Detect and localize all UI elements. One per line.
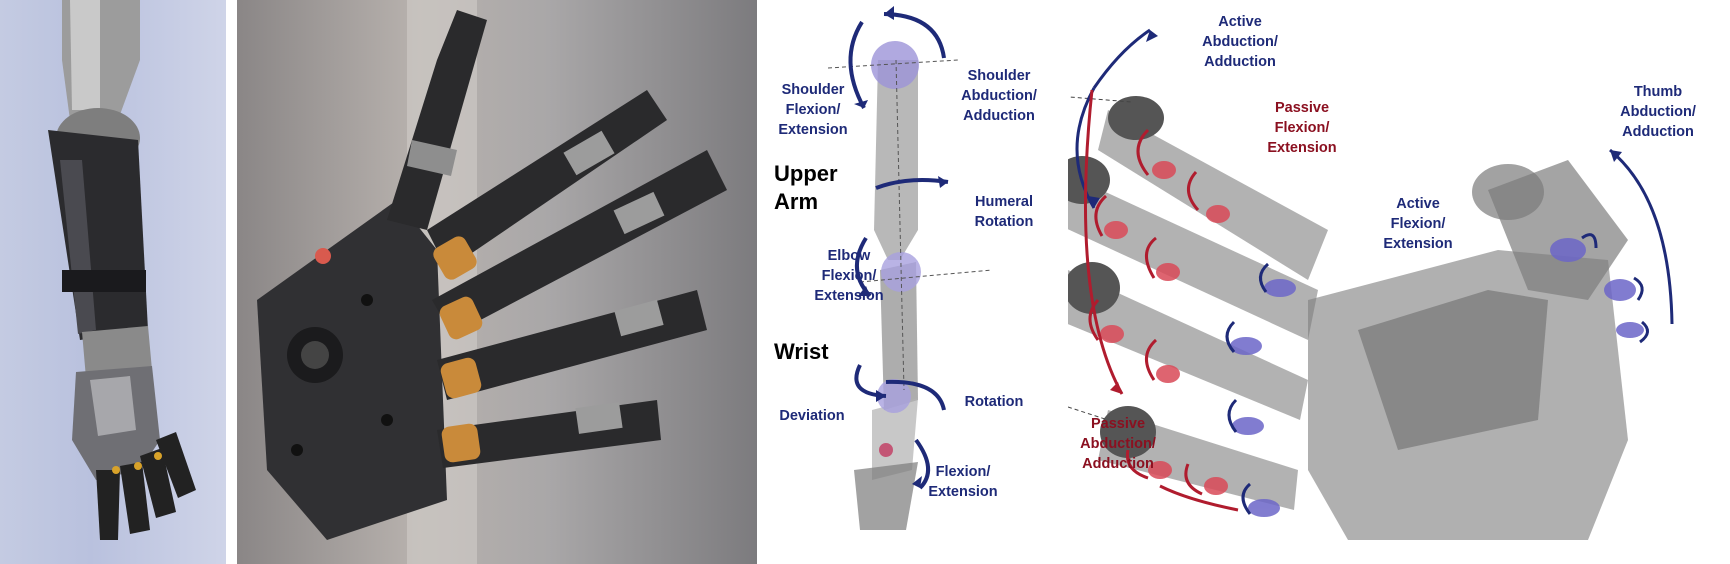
shoulder-joint-icon: [871, 41, 919, 89]
wrist-joint-icon: [877, 379, 911, 413]
humeral-rotation-label: Humeral Rotation: [974, 194, 1034, 230]
hand-dof-diagram: Active Abduction/ Adduction Passive Flex…: [1068, 0, 1730, 564]
upper-arm-heading: Upper Arm: [774, 161, 838, 214]
shoulder-abduction-label: Shoulder Abduction/ Adduction: [961, 68, 1037, 124]
passive-flexion-label: Passive Flexion/ Extension: [1267, 100, 1337, 156]
wrist-flexion-label: Flexion/ Extension: [928, 464, 998, 500]
prosthetic-arm-illustration: [48, 0, 196, 540]
elbow-flexion-label: Elbow Flexion/ Extension: [814, 248, 884, 304]
active-flexion-label: Active Flexion/ Extension: [1383, 196, 1453, 252]
wrist-rotation-label: Rotation: [964, 394, 1024, 410]
thumb-abduction-label: Thumb Abduction/ Adduction: [1620, 84, 1696, 140]
hand-dof-graphics: [1068, 96, 1649, 540]
arm-dof-graphics: [827, 6, 993, 530]
arm-dof-diagram: Upper Arm Wrist Shoulder Flexion/ Extens…: [768, 0, 1068, 564]
wrist-deviation-label: Deviation: [779, 408, 845, 424]
active-abduction-label: Active Abduction/ Adduction: [1202, 14, 1278, 70]
wrist-heading: Wrist: [774, 339, 829, 364]
shoulder-flexion-label: Shoulder Flexion/ Extension: [778, 82, 848, 138]
passive-abduction-label: Passive Abduction/ Adduction: [1080, 416, 1156, 472]
prosthetic-hand-photo: [237, 0, 757, 564]
prosthetic-hand-illustration: [257, 0, 727, 564]
prosthetic-arm-photo: [0, 0, 226, 564]
